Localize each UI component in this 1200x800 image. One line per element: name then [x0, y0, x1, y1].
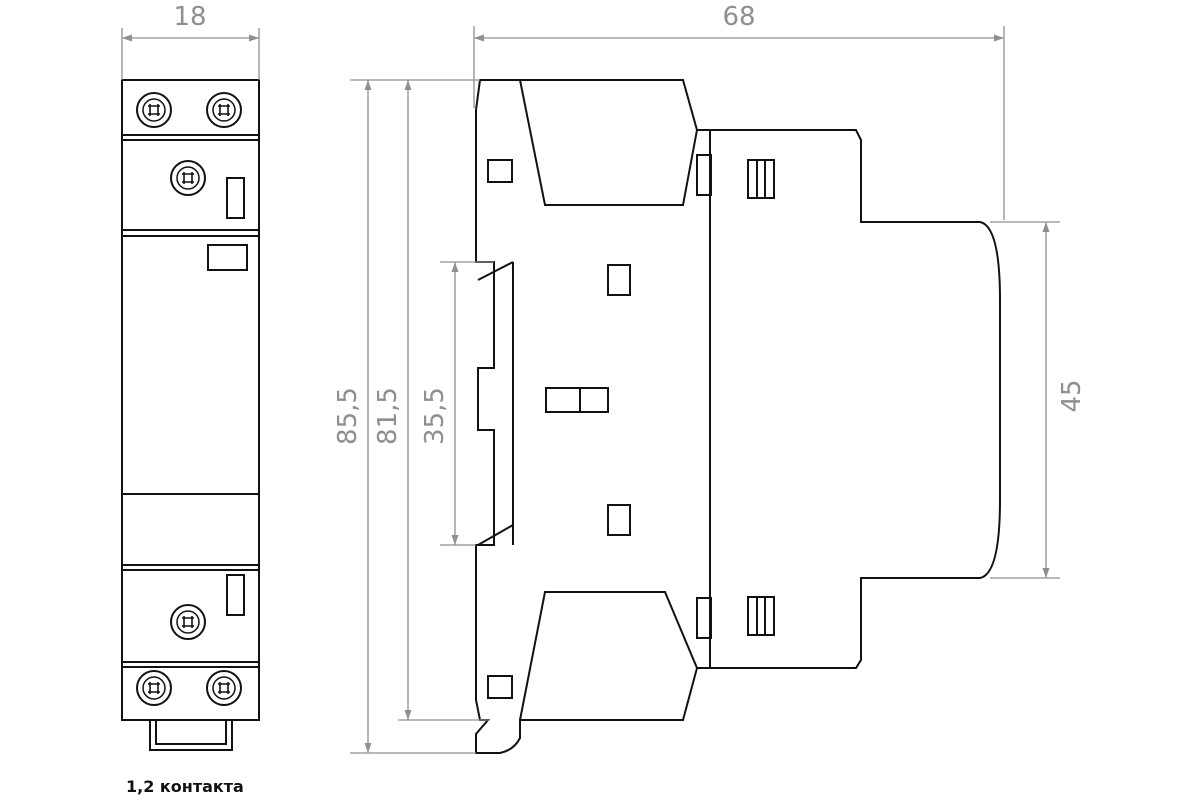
vent-grille	[747, 596, 775, 636]
dimension-labels: 18 68 85,5 81,5 35,5 45	[173, 2, 1087, 445]
side-slot	[696, 154, 712, 196]
terminal-screw-icon	[206, 670, 242, 706]
terminal-screw-icon	[206, 92, 242, 128]
front-top-handle	[226, 177, 245, 219]
dimension-lines	[121, 26, 1060, 754]
front-bottom-handle	[226, 574, 245, 616]
dim-total-depth: 68	[722, 2, 755, 32]
vent-grille	[747, 159, 775, 199]
terminal-screw-icon	[170, 604, 206, 640]
dim-overall-height: 85,5	[333, 387, 363, 445]
front-body-outline	[121, 79, 260, 721]
side-slot	[696, 597, 712, 639]
front-indicator-window	[207, 244, 248, 271]
terminal-screw-icon	[170, 160, 206, 196]
side-slot	[487, 159, 513, 183]
side-body-outline	[475, 79, 1001, 754]
dim-front-face-height: 45	[1057, 379, 1087, 412]
dim-front-width: 18	[173, 2, 206, 32]
side-slot	[487, 675, 513, 699]
front-view	[121, 79, 260, 751]
terminal-screw-icon	[136, 92, 172, 128]
side-switch	[545, 387, 609, 413]
side-view	[475, 79, 1001, 754]
side-slot	[607, 504, 631, 536]
terminal-screw-icon	[136, 670, 172, 706]
din-clip-front	[149, 720, 233, 751]
dim-rail-clip-height: 35,5	[420, 387, 450, 445]
dim-body-height: 81,5	[373, 387, 403, 445]
side-slot	[607, 264, 631, 296]
caption: 1,2 контакта	[126, 777, 244, 796]
